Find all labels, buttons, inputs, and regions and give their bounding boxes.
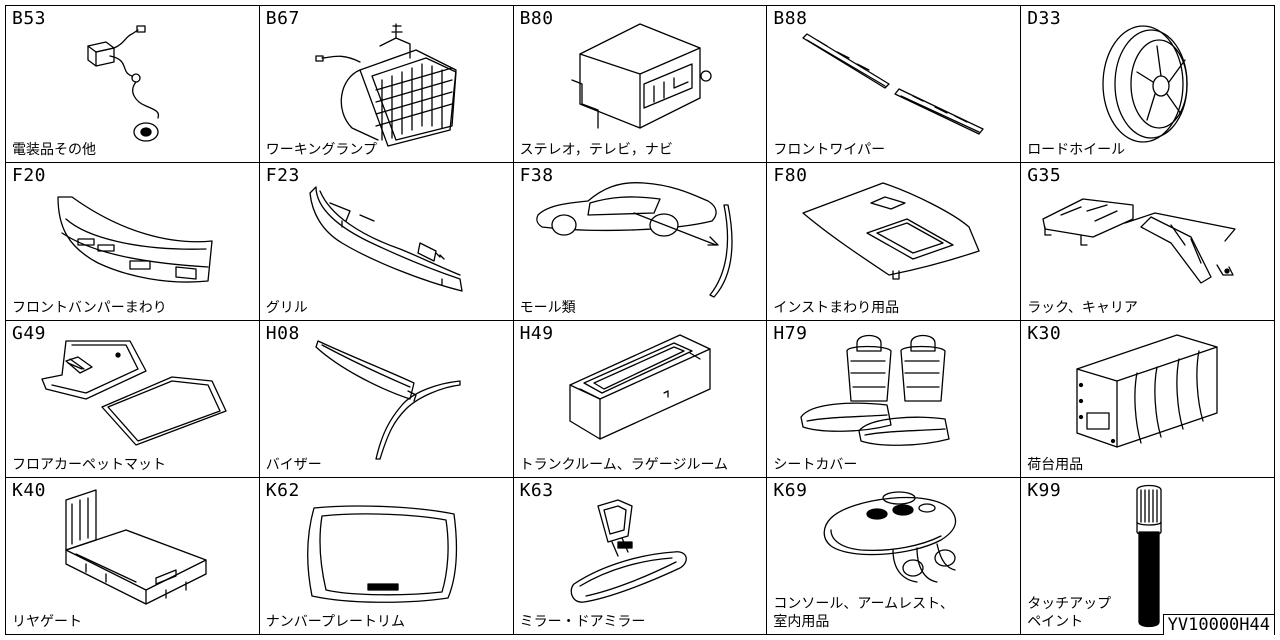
category-code: K99	[1027, 479, 1062, 501]
category-cell-g35[interactable]: G35 ラック、キャリア	[1021, 163, 1275, 321]
category-name: グリル	[265, 299, 308, 316]
category-code: K62	[265, 479, 300, 501]
category-name: ロードホイール	[1027, 142, 1126, 159]
category-cell-f23[interactable]: F23 グリル	[259, 163, 514, 321]
category-name: インストまわり用品	[773, 299, 900, 316]
floor-mat-icon	[41, 339, 227, 446]
category-code: K40	[12, 479, 47, 501]
category-cell-k69[interactable]: K69 コンソール、アームレスト、 室内用品	[767, 477, 1022, 635]
document-id-label: YV10000H44	[1162, 614, 1274, 635]
category-code: G35	[1027, 165, 1062, 187]
mirror-icon	[570, 499, 687, 603]
electrical-parts-icon	[87, 25, 160, 142]
working-lamp-icon	[315, 23, 457, 147]
trunk-box-icon	[568, 333, 711, 440]
front-bumper-icon	[57, 196, 213, 283]
category-cell-b53[interactable]: B53 電装品その他	[6, 6, 260, 164]
category-code: H08	[265, 322, 300, 344]
console-icon	[823, 491, 957, 583]
category-cell-k63[interactable]: K63 ミラー・ドアミラー	[513, 477, 768, 635]
category-name: シートカバー	[773, 456, 858, 473]
category-code: H79	[773, 322, 808, 344]
category-name: ラック、キャリア	[1027, 299, 1138, 316]
category-code: K63	[519, 479, 554, 501]
category-cell-f80[interactable]: F80 インストまわり用品	[767, 163, 1022, 321]
category-cell-d33[interactable]: D33 ロードホイール	[1021, 6, 1275, 164]
license-plate-rim-icon	[306, 505, 457, 603]
category-name: フロアカーペットマット	[12, 456, 166, 473]
visor-icon	[315, 339, 461, 460]
category-code: D33	[1027, 8, 1062, 29]
category-name: リヤゲート	[12, 614, 82, 630]
category-code: F80	[773, 165, 808, 187]
category-name: モール類	[519, 299, 576, 316]
category-name: ステレオ，テレビ，ナビ	[519, 142, 673, 159]
rear-gate-icon	[65, 489, 207, 605]
category-code: B88	[773, 8, 808, 29]
category-name: フロントワイパー	[773, 142, 886, 159]
category-code: K30	[1027, 322, 1062, 344]
category-cell-h79[interactable]: H79 シートカバー	[767, 320, 1022, 478]
car-molding-icon	[535, 182, 733, 298]
category-cell-g49[interactable]: G49 フロアカーペットマット	[6, 320, 260, 478]
category-code: B80	[519, 8, 554, 29]
category-code: F20	[12, 165, 47, 187]
category-name: 電装品その他	[12, 142, 96, 159]
category-name: 荷台用品	[1027, 456, 1084, 473]
category-name: ミラー・ドアミラー	[519, 614, 646, 630]
wiper-blade-icon	[802, 33, 985, 135]
category-cell-k62[interactable]: K62 ナンバープレートリム	[259, 477, 514, 635]
category-code: B53	[12, 8, 47, 29]
grille-icon	[309, 186, 463, 292]
category-name: ナンバープレートリム	[265, 614, 405, 630]
roof-carrier-icon	[1042, 198, 1236, 284]
category-cell-h08[interactable]: H08 バイザー	[259, 320, 514, 478]
category-cell-k30[interactable]: K30 荷台用品	[1021, 320, 1275, 478]
category-name: ワーキングランプ	[265, 142, 377, 159]
touch-up-paint-icon	[1136, 484, 1162, 627]
category-name: タッチアップ ペイント	[1027, 596, 1112, 630]
category-cell-f38[interactable]: F38 モール類	[513, 163, 768, 321]
category-cell-k40[interactable]: K40 リヤゲート	[6, 477, 260, 635]
stereo-unit-icon	[570, 23, 712, 129]
instrument-panel-icon	[802, 182, 981, 280]
category-cell-b88[interactable]: B88 フロントワイパー	[767, 6, 1022, 164]
category-name: バイザー	[265, 456, 322, 473]
category-code: F38	[519, 165, 554, 187]
category-code: H49	[519, 322, 554, 344]
category-code: G49	[12, 322, 47, 344]
category-code: B67	[265, 8, 300, 29]
road-wheel-icon	[1102, 25, 1188, 143]
category-cell-k99[interactable]: K99 タッチアップ ペイント	[1021, 477, 1275, 635]
category-name: コンソール、アームレスト、 室内用品	[773, 596, 954, 630]
parts-category-grid: B53 電装品その他 B67 ワーキングランプ B80	[5, 5, 1275, 635]
category-cell-b80[interactable]: B80 ステレオ，テレビ，ナビ	[513, 6, 768, 164]
cargo-cover-icon	[1076, 333, 1218, 448]
category-name: トランクルーム、ラゲージルーム	[519, 456, 729, 473]
category-cell-b67[interactable]: B67 ワーキングランプ	[259, 6, 514, 164]
seat-cover-icon	[800, 334, 951, 446]
category-code: F23	[265, 165, 300, 187]
category-cell-f20[interactable]: F20 フロントバンパーまわり	[6, 163, 260, 321]
category-cell-h49[interactable]: H49 トランクルーム、ラゲージルーム	[513, 320, 768, 478]
category-name: フロントバンパーまわり	[12, 299, 167, 316]
category-code: K69	[773, 479, 808, 501]
